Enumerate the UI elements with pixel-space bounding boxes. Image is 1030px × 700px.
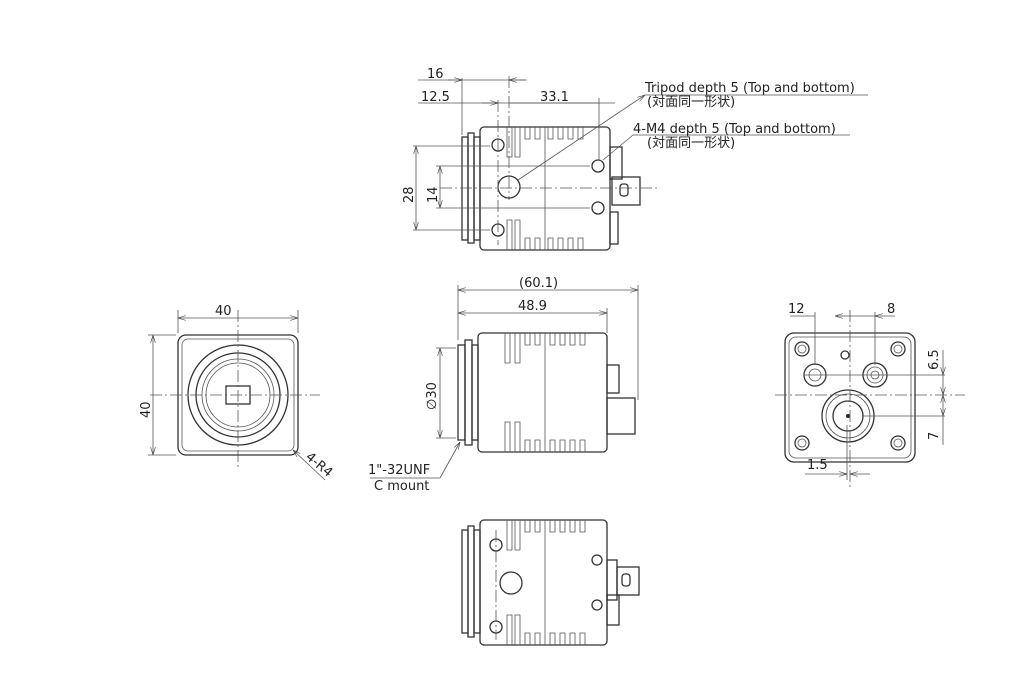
dim-12-5: 12.5 bbox=[421, 90, 450, 105]
dim-8: 8 bbox=[887, 302, 895, 317]
dim-1-5: 1.5 bbox=[807, 458, 828, 473]
dim-33-1: 33.1 bbox=[540, 90, 569, 105]
cooling-fins bbox=[506, 127, 584, 250]
body-length: 48.9 bbox=[518, 299, 547, 314]
corner-screws bbox=[794, 341, 906, 451]
connector-bnc bbox=[606, 397, 636, 435]
tripod-note-jp: (対面同一形状) bbox=[647, 95, 735, 110]
dim-14: 14 bbox=[426, 186, 441, 203]
dim-12: 12 bbox=[788, 302, 805, 317]
mount-type: C mount bbox=[374, 479, 429, 494]
connector bbox=[611, 176, 641, 206]
top-view: 16 12.5 33.1 28 14 Tripod depth 5 (Top a… bbox=[402, 67, 868, 251]
m4-note-jp: (対面同一形状) bbox=[647, 136, 735, 151]
dim-7: 7 bbox=[927, 432, 942, 440]
front-width: 40 bbox=[215, 304, 232, 319]
m4-hole bbox=[591, 201, 605, 215]
dim-6-5: 6.5 bbox=[927, 349, 942, 370]
back-view: 12 8 6.5 7 1.5 bbox=[775, 302, 965, 490]
dim-16: 16 bbox=[427, 67, 444, 82]
side-view: (60.1) 48.9 ∅30 1"-32UNF C mount bbox=[368, 276, 639, 494]
body-diameter: ∅30 bbox=[425, 382, 440, 410]
m4-hole bbox=[591, 159, 605, 173]
front-view: 40 40 4-R4 bbox=[139, 304, 335, 481]
m4-note: 4-M4 depth 5 (Top and bottom) bbox=[633, 122, 836, 137]
mount-thread: 1"-32UNF bbox=[368, 463, 430, 478]
tripod-note: Tripod depth 5 (Top and bottom) bbox=[644, 81, 855, 96]
corner-radius: 4-R4 bbox=[302, 450, 335, 481]
connector-small bbox=[606, 364, 620, 394]
bottom-view bbox=[461, 519, 640, 646]
dim-28: 28 bbox=[402, 186, 417, 203]
overall-length: (60.1) bbox=[519, 276, 558, 291]
front-height: 40 bbox=[139, 401, 154, 418]
